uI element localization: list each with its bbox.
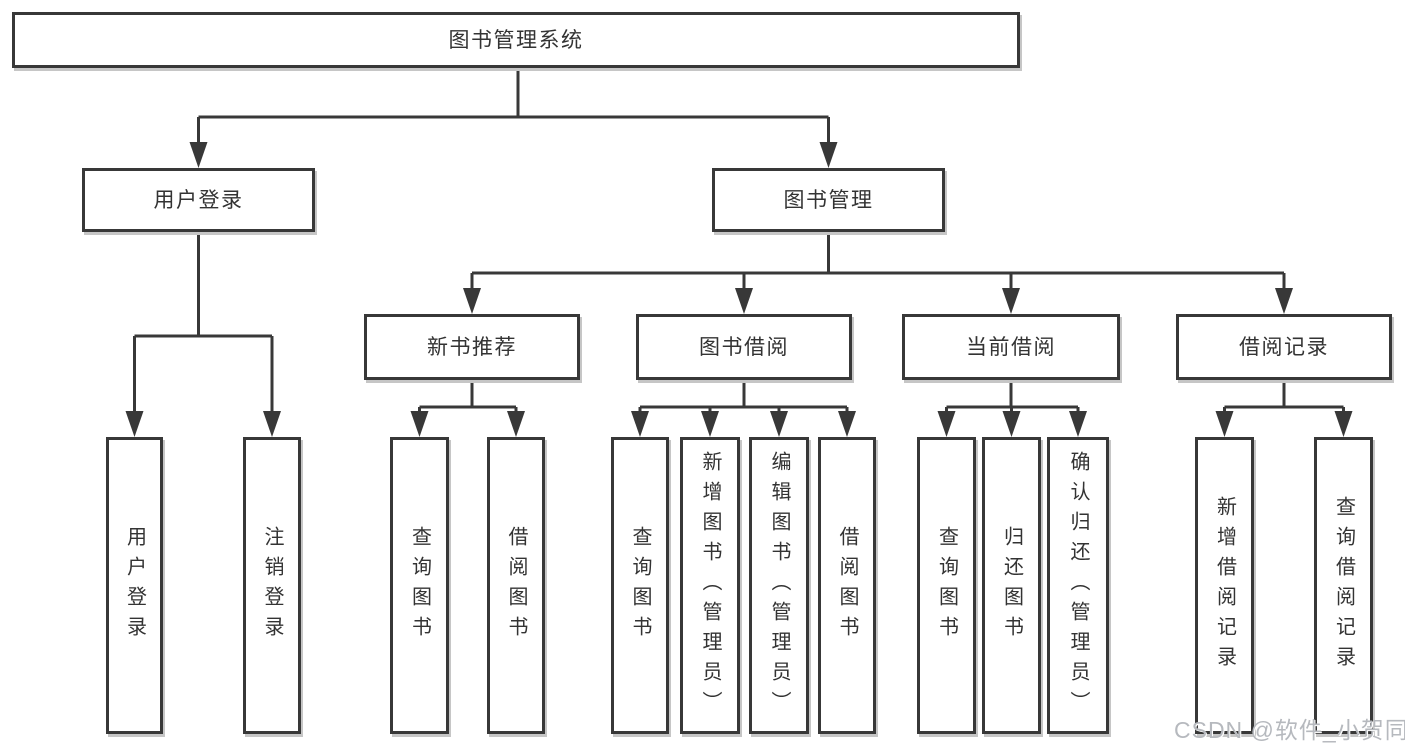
node-label: 新书推荐: [427, 336, 517, 359]
node-user-login: 用户登录: [82, 168, 315, 232]
leaf-borrow-book: 借阅图书: [818, 437, 876, 734]
node-book-borrow: 图书借阅: [636, 314, 852, 380]
node-label: 查询图书: [935, 525, 958, 646]
node-borrow-records: 借阅记录: [1176, 314, 1392, 380]
leaf-edit-book-admin: 编辑图书（管理员）: [749, 437, 809, 734]
arrowhead: [735, 288, 753, 314]
leaf-confirm-return-admin: 确认归还（管理员）: [1047, 437, 1109, 734]
leaf-query-book: 查询图书: [390, 437, 449, 734]
leaf-query-borrow-record: 查询借阅记录: [1314, 437, 1373, 734]
arrowhead: [410, 411, 429, 437]
leaf-add-book-admin: 新增图书（管理员）: [680, 437, 740, 734]
arrowhead: [263, 411, 281, 437]
node-label: 借阅记录: [1239, 336, 1329, 359]
node-label: 归还图书: [1000, 525, 1023, 646]
arrowhead: [1002, 288, 1020, 314]
node-label: 注销登录: [261, 525, 283, 646]
arrowhead: [507, 411, 525, 437]
node-label: 借阅图书: [836, 525, 858, 646]
arrowhead: [1215, 411, 1234, 437]
arrowhead: [463, 288, 481, 314]
node-new-book-recommend: 新书推荐: [364, 314, 580, 380]
arrowhead: [819, 142, 838, 168]
node-label: 查询借阅记录: [1332, 495, 1355, 676]
node-label: 图书管理: [783, 189, 874, 212]
node-label: 确认归还（管理员）: [1067, 450, 1089, 721]
node-root: 图书管理系统: [12, 12, 1020, 68]
arrowhead: [1002, 411, 1021, 437]
arrowhead: [838, 411, 856, 437]
node-label: 借阅图书: [505, 525, 527, 646]
leaf-logout: 注销登录: [243, 437, 301, 734]
leaf-query-book: 查询图书: [611, 437, 669, 734]
node-label: 新增借阅记录: [1213, 495, 1236, 676]
arrowheads: [125, 142, 1353, 437]
node-label: 用户登录: [123, 525, 146, 646]
leaf-add-borrow-record: 新增借阅记录: [1195, 437, 1254, 734]
arrowhead: [937, 411, 956, 437]
node-label: 编辑图书（管理员）: [768, 450, 790, 721]
arrowhead: [189, 142, 208, 168]
node-label: 查询图书: [408, 525, 431, 646]
arrowhead: [125, 411, 144, 437]
csdn-watermark: CSDN @软件_小贺同学: [1174, 717, 1405, 743]
arrowhead: [1069, 411, 1087, 437]
node-book-management: 图书管理: [712, 168, 945, 232]
node-label: 图书管理系统: [448, 29, 584, 52]
node-current-borrow: 当前借阅: [902, 314, 1120, 380]
leaf-query-book: 查询图书: [917, 437, 976, 734]
arrowhead: [631, 411, 649, 437]
node-label: 当前借阅: [966, 336, 1056, 359]
node-label: 用户登录: [153, 189, 244, 212]
leaf-return-book: 归还图书: [982, 437, 1041, 734]
leaf-borrow-book: 借阅图书: [487, 437, 545, 734]
node-label: 新增图书（管理员）: [699, 450, 721, 721]
node-label: 查询图书: [629, 525, 651, 646]
arrowhead: [770, 411, 788, 437]
arrowhead: [1275, 288, 1293, 314]
node-label: 图书借阅: [699, 336, 789, 359]
arrowhead: [1334, 411, 1353, 437]
leaf-user-login: 用户登录: [106, 437, 163, 734]
arrowhead: [701, 411, 719, 437]
